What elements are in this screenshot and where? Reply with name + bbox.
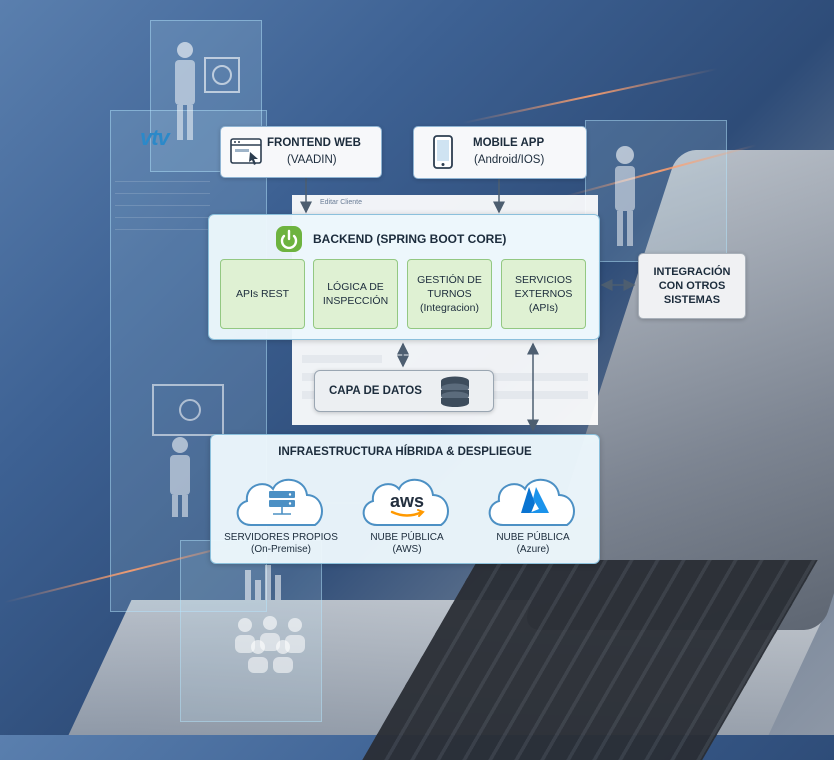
module-gestion-turnos: GESTIÓN DE TURNOS (Integracion) bbox=[407, 259, 492, 329]
backend-title: BACKEND (SPRING BOOT CORE) bbox=[313, 232, 507, 246]
database-icon bbox=[441, 376, 469, 407]
module-line: EXTERNOS bbox=[514, 288, 573, 300]
cloud-azure bbox=[488, 479, 575, 526]
module-apis-rest: APIs REST bbox=[220, 259, 305, 329]
infrastructure-title: INFRAESTRUCTURA HÍBRIDA & DESPLIEGUE bbox=[278, 446, 532, 458]
mobile-app-box: MOBILE APP (Android/IOS) bbox=[413, 126, 587, 179]
frontend-title: FRONTEND WEB bbox=[267, 137, 361, 149]
vtv-logo: vtv bbox=[140, 125, 170, 150]
cloud-line: SERVIDORES PROPIOS bbox=[224, 532, 338, 543]
browser-window-icon bbox=[230, 138, 262, 165]
cloud-label-on-premise: SERVIDORES PROPIOS (On-Premise) bbox=[221, 532, 341, 556]
cloud-line: NUBE PÚBLICA bbox=[370, 532, 444, 543]
integration-line: SISTEMAS bbox=[663, 294, 721, 306]
integration-box: INTEGRACIÓN CON OTROS SISTEMAS bbox=[638, 253, 746, 319]
frontend-web-box: FRONTEND WEB (VAADIN) bbox=[220, 126, 382, 178]
backend-panel: BACKEND (SPRING BOOT CORE) APIs REST LÓG… bbox=[208, 214, 600, 340]
aws-logo-icon: aws bbox=[390, 491, 425, 517]
data-layer-box: CAPA DE DATOS bbox=[314, 370, 494, 412]
module-line: APIs REST bbox=[235, 288, 290, 300]
module-line: SERVICIOS bbox=[515, 274, 572, 286]
server-rack-icon bbox=[269, 491, 295, 515]
module-line: (Integracion) bbox=[420, 302, 479, 314]
cloud-label-aws: NUBE PÚBLICA (AWS) bbox=[347, 532, 467, 556]
cloud-label-azure: NUBE PÚBLICA (Azure) bbox=[473, 532, 593, 556]
module-line: LÓGICA DE bbox=[327, 281, 384, 293]
cloud-on-premise bbox=[236, 479, 323, 526]
cloud-line: NUBE PÚBLICA bbox=[496, 532, 570, 543]
data-layer-title: CAPA DE DATOS bbox=[329, 385, 422, 397]
connection-arrows bbox=[300, 176, 636, 504]
integration-line: CON OTROS bbox=[658, 280, 726, 292]
cloud-aws: aws bbox=[362, 479, 449, 526]
users-group-icon bbox=[235, 565, 305, 673]
person-figure-icon bbox=[615, 146, 635, 246]
cloud-line: (On-Premise) bbox=[250, 544, 311, 555]
module-logica-inspeccion: LÓGICA DE INSPECCIÓN bbox=[313, 259, 398, 329]
module-servicios-externos: SERVICIOS EXTERNOS (APIs) bbox=[501, 259, 586, 329]
infrastructure-panel: INFRAESTRUCTURA HÍBRIDA & DESPLIEGUE SER… bbox=[210, 434, 600, 564]
module-line: INSPECCIÓN bbox=[322, 295, 389, 307]
cloud-line: (Azure) bbox=[516, 544, 550, 555]
screen-title: Editar Cliente bbox=[320, 199, 363, 206]
module-line: (APIs) bbox=[528, 302, 559, 314]
azure-logo-icon bbox=[521, 487, 549, 513]
presenter-figure-icon bbox=[175, 42, 240, 140]
background-sidebar bbox=[115, 170, 210, 240]
smartphone-icon bbox=[433, 135, 453, 169]
integration-line: INTEGRACIÓN bbox=[653, 266, 731, 278]
module-line: GESTIÓN DE bbox=[417, 274, 482, 286]
aws-logo-text: aws bbox=[390, 491, 424, 511]
screen-row bbox=[302, 355, 382, 363]
frontend-subtitle: (VAADIN) bbox=[287, 154, 337, 166]
cloud-line: (AWS) bbox=[392, 544, 422, 555]
mobile-subtitle: (Android/IOS) bbox=[474, 154, 545, 166]
spring-power-icon bbox=[276, 226, 302, 252]
presenter-figure-icon bbox=[152, 384, 224, 517]
module-line: TURNOS bbox=[427, 288, 472, 300]
mobile-title: MOBILE APP bbox=[473, 137, 545, 149]
